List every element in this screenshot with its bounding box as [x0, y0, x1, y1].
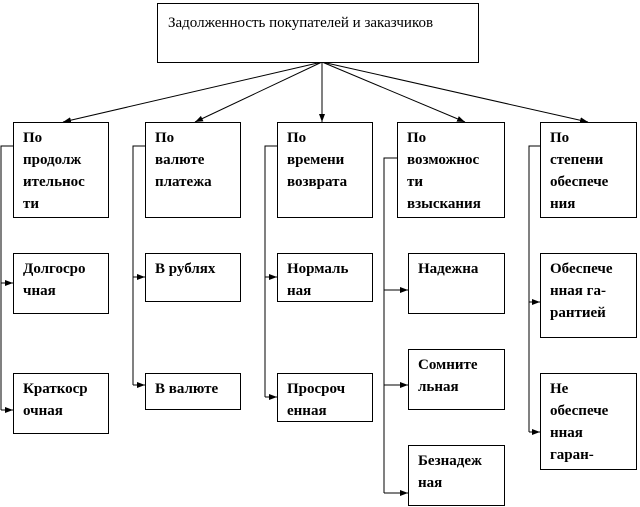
category-repayment-time: По времени возврата [277, 122, 373, 218]
category-currency: По валюте платежа [145, 122, 241, 218]
node-guaranteed: Обеспече нная га- рантией [540, 253, 637, 338]
node-overdue: Просроч енная [277, 373, 373, 422]
arrow-to-collectability [321, 61, 466, 123]
arrow-to-currency [194, 61, 323, 123]
category-collectability: По возможнос ти взыскания [397, 122, 505, 218]
node-doubtful: Сомните льная [408, 349, 505, 410]
node-long-term: Долгосро чная [13, 253, 109, 314]
category-security: По степени обеспече ния [540, 122, 637, 218]
root-node: Задолженность покупателей и заказчиков [157, 3, 479, 63]
arrow-to-security [321, 61, 589, 124]
node-short-term: Краткоср очная [13, 373, 109, 434]
category-duration: По продолж ительнос ти [13, 122, 109, 218]
node-hopeless: Безнадеж ная [408, 445, 505, 506]
node-rubles: В рублях [145, 253, 241, 302]
arrow-to-duration [62, 61, 323, 124]
node-foreign-currency: В валюте [145, 373, 241, 410]
node-unguaranteed: Не обеспече нная гаран- [540, 373, 637, 470]
node-reliable: Надежна [408, 253, 505, 314]
node-normal: Нормаль ная [277, 253, 373, 302]
